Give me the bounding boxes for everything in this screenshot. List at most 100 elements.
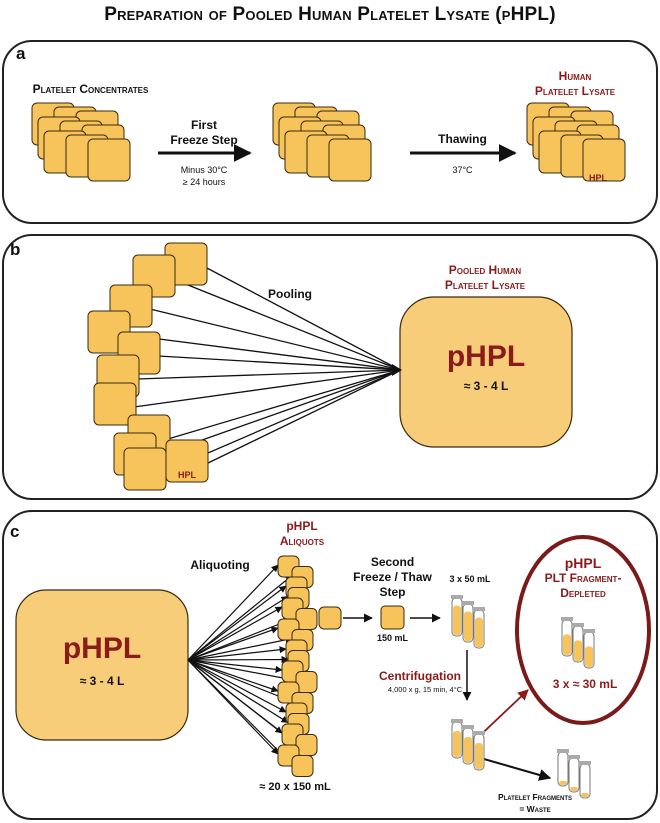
waste-tube-cap bbox=[557, 749, 569, 753]
aliquot-line bbox=[187, 595, 289, 661]
platelet-bag bbox=[93, 382, 137, 426]
aliquot-line bbox=[187, 659, 279, 693]
centrifuged-tube-fill bbox=[453, 731, 461, 757]
tube-fill bbox=[464, 611, 472, 641]
waste-tube-cap bbox=[579, 761, 591, 765]
second-freeze-1: Second bbox=[370, 555, 415, 569]
tube-fill bbox=[453, 605, 461, 635]
hpl-title-2: Platelet Lysate bbox=[534, 84, 616, 98]
platelet-bag bbox=[165, 439, 209, 483]
thawed-bag bbox=[582, 138, 626, 182]
waste-tube-fill bbox=[570, 786, 578, 791]
aliquot-count: ≈ 20 x 150 mL bbox=[259, 781, 331, 793]
aliquot-line bbox=[187, 646, 287, 661]
pooling-line bbox=[133, 369, 401, 408]
depleted-tube-fill bbox=[563, 634, 571, 655]
depleted-tube-fill bbox=[574, 640, 582, 661]
first-freeze-label-1: First bbox=[190, 118, 217, 132]
aliquot-line bbox=[187, 606, 283, 661]
panel-c-label: c bbox=[10, 522, 20, 541]
source-volume: ≈ 3 - 4 L bbox=[79, 674, 125, 688]
pooling-line bbox=[172, 278, 401, 371]
aliquot-line bbox=[187, 659, 293, 766]
aliquot-line bbox=[187, 659, 283, 673]
centrifuged-tube-cap bbox=[451, 719, 463, 723]
aliquot-bag bbox=[318, 606, 342, 630]
aliquot-line bbox=[187, 659, 287, 713]
page-title: Preparation of Pooled Human Platelet Lys… bbox=[104, 4, 556, 25]
pooling-line bbox=[167, 369, 401, 440]
pooling-arrowhead bbox=[392, 364, 402, 376]
pooling-line bbox=[204, 266, 401, 371]
tubes-label: 3 x 50 mL bbox=[449, 574, 491, 584]
platelet-bag bbox=[123, 447, 167, 491]
aliquoting-label: Aliquoting bbox=[190, 558, 250, 572]
phpl-source-box bbox=[15, 589, 189, 741]
pooling-line bbox=[127, 334, 401, 371]
hpl-bag-label: HPL bbox=[178, 470, 197, 480]
tube-cap bbox=[451, 595, 463, 599]
aliquot-line bbox=[187, 659, 297, 683]
freeze-duration: ≥ 24 hours bbox=[182, 177, 226, 187]
centrifuged-tube-cap bbox=[473, 731, 485, 735]
thawing-label: Thawing bbox=[438, 132, 487, 146]
pooling-line bbox=[149, 308, 401, 371]
thaw-temp: 37°C bbox=[452, 165, 473, 175]
depleted-tube-cap bbox=[561, 617, 573, 621]
frozen-bag bbox=[328, 138, 372, 182]
depleted-tube-fill bbox=[585, 646, 593, 667]
panel-b-label: b bbox=[10, 240, 21, 259]
platelet-concentrates-label: Platelet Concentrates bbox=[32, 82, 149, 96]
waste-tube-cap bbox=[568, 755, 580, 759]
freeze-temp: Minus 30°C bbox=[180, 165, 228, 175]
platelet-concentrate-bag bbox=[87, 138, 131, 182]
pooled-phpl-box bbox=[399, 296, 573, 448]
aliquot-line bbox=[187, 585, 287, 661]
aliquot-line bbox=[187, 659, 289, 724]
aliquot-line bbox=[187, 655, 289, 664]
panel-a-label: a bbox=[16, 44, 26, 63]
second-freeze-2: Freeze / Thaw bbox=[353, 570, 432, 584]
waste-label-2: = Waste bbox=[519, 804, 551, 814]
pooled-volume: ≈ 3 - 4 L bbox=[463, 379, 509, 393]
pooled-title-1: Pooled Human bbox=[448, 263, 522, 277]
depleted-tube-cap bbox=[583, 629, 595, 633]
pooled-title-2: Platelet Lysate bbox=[444, 278, 526, 292]
waste-label-1: Platelet Fragments bbox=[497, 792, 573, 802]
aliquots-title-2: Aliquots bbox=[279, 534, 325, 548]
waste-tube-fill bbox=[559, 780, 567, 785]
first-freeze-label-2: Freeze Step bbox=[170, 133, 238, 147]
aliquot-line bbox=[187, 636, 293, 661]
hpl-title-1: Human bbox=[558, 69, 592, 83]
centrifugation-label: Centrifugation bbox=[379, 669, 461, 683]
depleted-tube-cap bbox=[572, 623, 584, 627]
aliquot-line bbox=[187, 575, 293, 661]
centrifugation-cond: 4,000 x g, 15 min, 4°C bbox=[387, 685, 463, 694]
aliquot-line bbox=[187, 659, 293, 703]
hpl-bag-label: HPL bbox=[589, 173, 608, 183]
second-freeze-3: Step bbox=[379, 585, 406, 599]
pooled-big-label: pHPL bbox=[446, 340, 526, 373]
bag-volume: 150 mL bbox=[376, 633, 409, 643]
depleted-volume: 3 x ≈ 30 mL bbox=[552, 677, 618, 691]
tube-cap bbox=[473, 607, 485, 611]
source-big-label: pHPL bbox=[62, 632, 142, 665]
depleted-title-2: PLT Fragment- bbox=[544, 571, 622, 585]
single-aliquot-bag bbox=[380, 605, 405, 630]
centrifuged-tube-cap bbox=[462, 725, 474, 729]
tube-fill bbox=[475, 617, 483, 647]
pooling-line bbox=[136, 369, 401, 380]
centrifuged-tube-fill bbox=[475, 743, 483, 769]
waste-tube-fill bbox=[581, 792, 589, 797]
pooling-label: Pooling bbox=[268, 287, 312, 301]
aliquots-title-1: pHPL bbox=[286, 519, 318, 533]
pooling-line bbox=[157, 355, 401, 371]
depleted-title-1: pHPL bbox=[564, 555, 602, 571]
tube-cap bbox=[462, 601, 474, 605]
aliquot-line bbox=[187, 564, 279, 661]
pooling-line bbox=[205, 369, 401, 465]
depleted-title-3: Depleted bbox=[560, 586, 606, 600]
aliquot-line bbox=[187, 626, 279, 661]
aliquot-line bbox=[187, 659, 297, 744]
